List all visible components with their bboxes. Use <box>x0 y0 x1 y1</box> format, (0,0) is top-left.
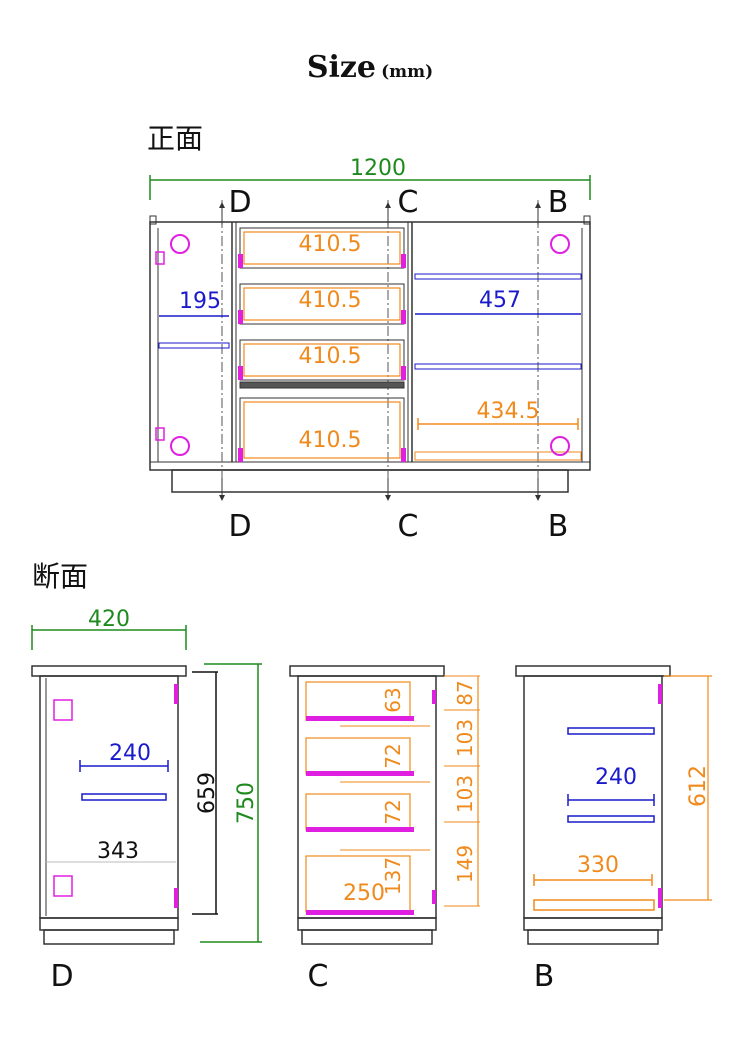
right-shelf-width: 457 <box>479 288 521 313</box>
depth-value: 420 <box>88 607 130 632</box>
drawer-height-1: 63 <box>381 687 405 712</box>
section-d: 420 240 343 659 750 D <box>31 607 262 994</box>
section-b-letter: B <box>534 959 555 994</box>
front-cabinet-outline <box>149 221 591 471</box>
drawer-3-width: 410.5 <box>299 344 362 369</box>
pitch-2: 103 <box>453 719 477 757</box>
section-d-body <box>39 675 179 919</box>
page-title: Size (mm) <box>0 50 740 85</box>
pitch-1: 87 <box>453 680 477 705</box>
hinge-icon <box>170 436 190 456</box>
shelf-depth-b: 240 <box>595 765 637 790</box>
drawer-depth: 250 <box>343 881 385 906</box>
title-unit: (mm) <box>381 62 434 82</box>
section-view-label: 断面 <box>32 560 89 593</box>
front-left-compartment: 195 <box>155 228 230 462</box>
front-view-label: 正面 <box>147 122 204 155</box>
drawer-height-2: 72 <box>381 743 405 768</box>
front-drawers: 410.5 410.5 410.5 410.5 <box>238 227 406 463</box>
section-marker-top-d: D <box>228 185 251 220</box>
hinge-plate-icon <box>53 875 73 897</box>
pitch-4: 149 <box>453 845 477 883</box>
section-c-letter: C <box>308 959 329 994</box>
section-marker-top-b: B <box>548 185 569 220</box>
drawer-height-3: 72 <box>381 799 405 824</box>
inner-depth-d: 343 <box>97 839 139 864</box>
section-c: 63 72 72 137 250 87 103 103 149 C <box>289 665 480 994</box>
left-shelf-width: 195 <box>179 289 221 314</box>
section-d-letter: D <box>50 959 73 994</box>
front-right-compartment: 457 434.5 <box>414 228 583 462</box>
hinge-icon <box>550 436 570 456</box>
overall-width-value: 1200 <box>350 156 406 181</box>
right-bottom-width: 434.5 <box>477 399 540 424</box>
drawer-2-width: 410.5 <box>299 288 362 313</box>
hinge-icon <box>550 234 570 254</box>
front-view: 1200 D C B <box>149 156 591 544</box>
section-marker-top-c: C <box>398 185 419 220</box>
overall-width-dimension: 1200 <box>149 156 591 200</box>
bottom-depth-b: 330 <box>577 853 619 878</box>
hinge-icon <box>170 234 190 254</box>
section-marker-bottom-c: C <box>398 509 419 544</box>
front-base <box>171 469 569 493</box>
height-b: 612 <box>686 765 711 807</box>
drawer-4-width: 410.5 <box>299 428 362 453</box>
drawer-height-4: 137 <box>381 857 405 895</box>
inner-height-d: 659 <box>195 772 220 814</box>
hinge-plate-icon <box>53 699 73 721</box>
total-height: 750 <box>234 782 259 824</box>
section-b: 240 330 612 B <box>515 665 712 994</box>
shelf-depth-d: 240 <box>109 741 151 766</box>
section-marker-bottom-b: B <box>548 509 569 544</box>
title-main: Size <box>306 50 377 85</box>
pitch-3: 103 <box>453 775 477 813</box>
section-b-body <box>523 675 663 919</box>
section-marker-bottom-d: D <box>228 509 251 544</box>
drawer-1-width: 410.5 <box>299 232 362 257</box>
